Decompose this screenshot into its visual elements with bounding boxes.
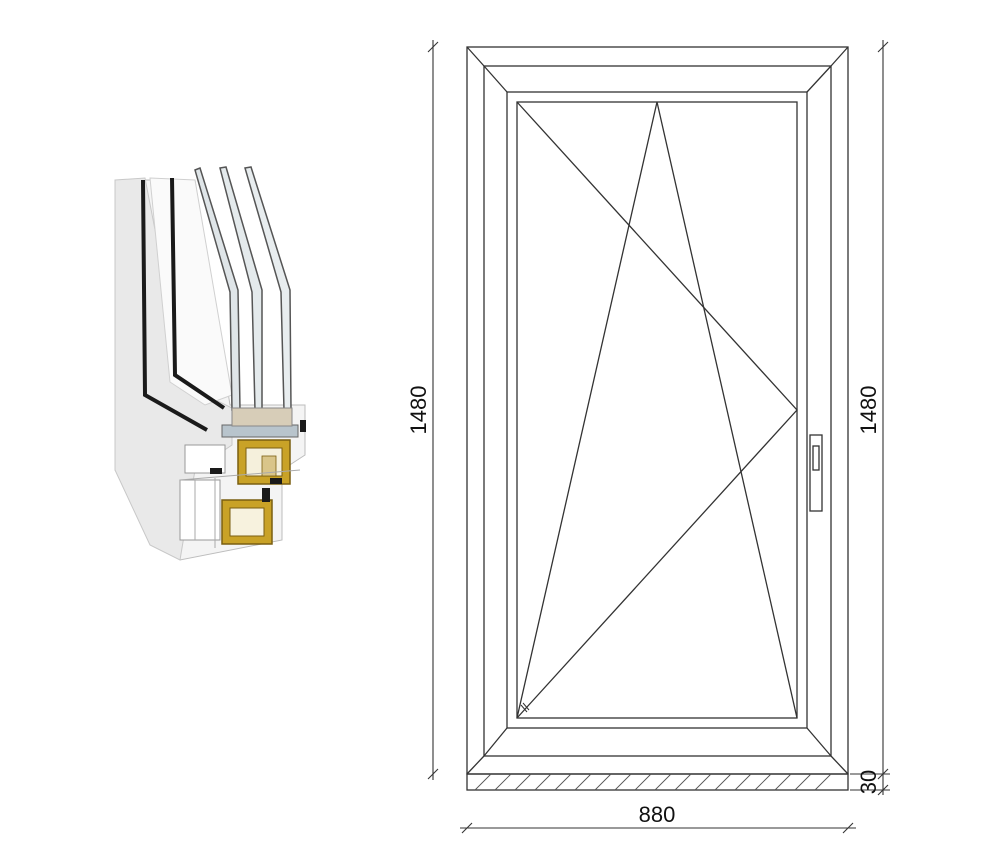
- dimension-line-height-right: [850, 40, 890, 796]
- window-elevation: [466, 46, 849, 791]
- sill-label: 30: [856, 770, 881, 794]
- dimension-line-width: [460, 822, 856, 834]
- frame-inner-edge: [483, 65, 832, 757]
- window-profile-cross-section-icon: [114, 166, 306, 561]
- sill: [466, 773, 849, 791]
- height-label-right: 1480: [856, 386, 881, 435]
- sill-hatch: [474, 773, 832, 791]
- height-label-left: 1480: [406, 386, 431, 435]
- dimension-line-height-left: [427, 40, 439, 780]
- turn-opening-symbol: [516, 101, 798, 719]
- tilt-opening-symbol: [516, 101, 798, 719]
- window-handle-icon: [809, 434, 823, 512]
- width-label: 880: [639, 802, 676, 827]
- sash-outer: [506, 91, 808, 729]
- outer-frame: [466, 46, 849, 775]
- sash-inner: [516, 101, 798, 719]
